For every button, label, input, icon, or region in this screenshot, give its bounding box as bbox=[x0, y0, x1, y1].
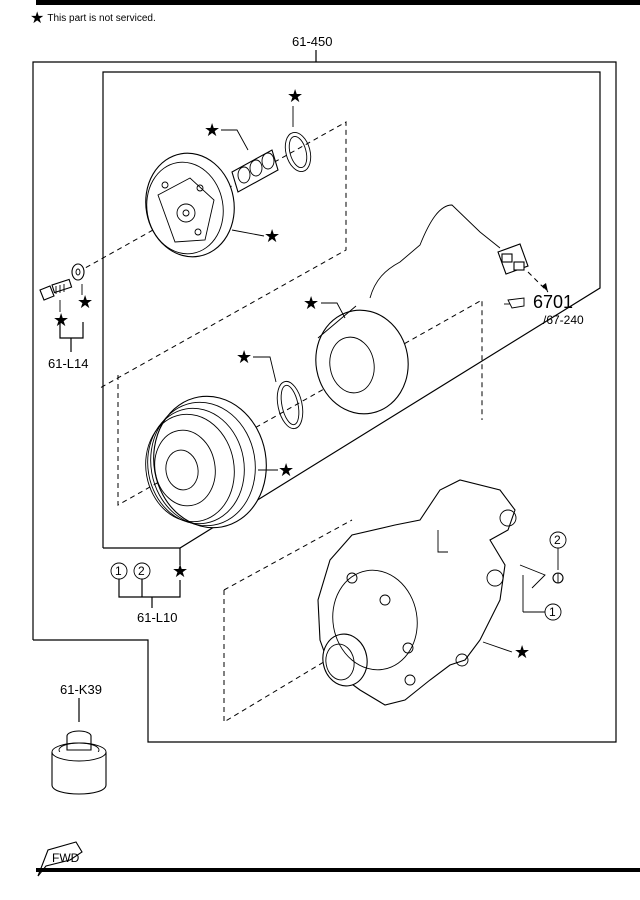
connector-ref-sub-label: /67-240 bbox=[543, 313, 584, 327]
connector-ref-label: 6701 bbox=[533, 292, 573, 312]
star-icon: ★ bbox=[53, 310, 69, 330]
star-leader bbox=[321, 302, 346, 319]
fwd-arrow-icon: FWD bbox=[37, 841, 83, 877]
bolt-kit-label: 61-L14 bbox=[48, 356, 88, 371]
oil-bottle bbox=[51, 730, 107, 795]
connector-leader bbox=[527, 271, 549, 293]
shim-set bbox=[231, 149, 279, 193]
svg-text:2: 2 bbox=[554, 533, 561, 547]
coil-connector bbox=[497, 243, 529, 275]
svg-text:1: 1 bbox=[115, 564, 122, 578]
snap-ring-middle bbox=[276, 380, 304, 430]
star-icon: ★ bbox=[30, 9, 45, 27]
star-icon: ★ bbox=[303, 293, 319, 313]
star-icon: ★ bbox=[278, 460, 294, 480]
star-icon: ★ bbox=[287, 86, 303, 106]
not-serviced-note: ★ This part is not serviced. bbox=[30, 9, 156, 27]
star-icon: ★ bbox=[264, 226, 280, 246]
washer bbox=[71, 263, 85, 281]
star-leader bbox=[482, 641, 513, 653]
field-coil bbox=[315, 305, 409, 415]
svg-text:1: 1 bbox=[549, 605, 556, 619]
star-icon: ★ bbox=[236, 347, 252, 367]
callout-2-screw: 2 bbox=[549, 531, 567, 549]
pulley bbox=[145, 395, 267, 529]
clutch-kit-group-bracket bbox=[118, 579, 181, 598]
dashed-line bbox=[223, 519, 353, 591]
clutch-hub bbox=[145, 152, 235, 258]
star-leader bbox=[253, 356, 277, 383]
callout-1: 1 bbox=[110, 562, 128, 580]
star-icon: ★ bbox=[204, 120, 220, 140]
callout-1-bracket: 1 bbox=[544, 603, 562, 621]
star-icon: ★ bbox=[514, 642, 530, 662]
star-leader bbox=[221, 129, 249, 151]
bolt bbox=[39, 278, 73, 301]
star-icon: ★ bbox=[172, 561, 188, 581]
svg-text:2: 2 bbox=[138, 564, 145, 578]
coil-wire bbox=[369, 204, 501, 299]
hand-pointer-icon bbox=[504, 297, 525, 309]
svg-text:FWD: FWD bbox=[52, 851, 80, 865]
assembly-label: 61-450 bbox=[292, 34, 332, 49]
clutch-kit-label: 61-L10 bbox=[137, 610, 177, 625]
top-rule bbox=[36, 0, 640, 5]
oil-label: 61-K39 bbox=[60, 682, 102, 697]
arrow-icon bbox=[542, 283, 548, 292]
bottom-rule bbox=[36, 868, 640, 872]
callout-2: 2 bbox=[133, 562, 151, 580]
dashed-region-middle bbox=[117, 299, 483, 506]
star-leader bbox=[231, 229, 265, 237]
snap-ring-top bbox=[284, 131, 312, 173]
assembly-bracket bbox=[32, 61, 617, 743]
not-serviced-text: This part is not serviced. bbox=[47, 13, 156, 24]
screw bbox=[552, 572, 564, 584]
clutch-kit-bracket bbox=[102, 71, 601, 549]
star-icon: ★ bbox=[77, 292, 93, 312]
compressor bbox=[317, 479, 546, 706]
